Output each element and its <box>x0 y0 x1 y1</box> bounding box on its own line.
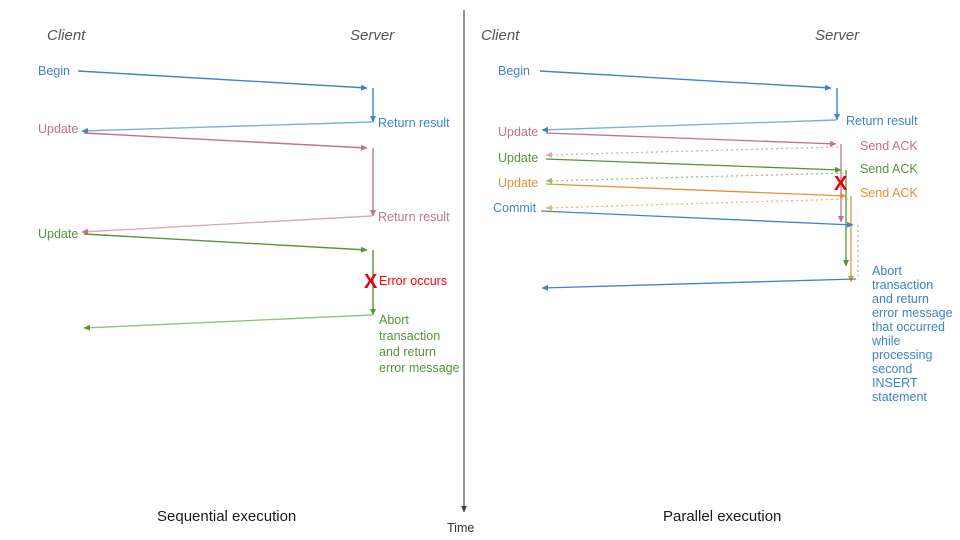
abort-note-line: and return <box>872 292 929 306</box>
message-commit-request <box>540 210 854 228</box>
abort-note-line: statement <box>872 390 927 404</box>
server-label-send-ack-2: Send ACK <box>860 162 918 176</box>
message-ack-orange <box>545 198 849 211</box>
abort-note-line: INSERT <box>872 376 918 390</box>
actor-label-server-parallel: Server <box>815 27 860 44</box>
message-update2-request <box>83 233 368 253</box>
message-begin-request-parallel <box>539 70 832 91</box>
message-update2-request-parallel <box>545 158 842 173</box>
client-label-update-2: Update <box>38 227 78 241</box>
server-label-send-ack-3: Send ACK <box>860 186 918 200</box>
message-ack-pink <box>545 146 839 158</box>
abort-note-line: while <box>871 334 901 348</box>
panel-caption-parallel: Parallel execution <box>663 508 781 525</box>
client-label-update-1-parallel: Update <box>498 125 538 139</box>
abort-note-line: processing <box>872 348 932 362</box>
message-return-result-blue <box>81 121 373 134</box>
error-x-icon-parallel: X <box>834 173 848 195</box>
abort-note-line: Abort <box>872 264 902 278</box>
panel-caption-sequential: Sequential execution <box>157 508 296 525</box>
abort-note-line: that occurred <box>872 320 945 334</box>
client-label-begin-parallel: Begin <box>498 64 530 78</box>
client-label-begin: Begin <box>38 64 70 78</box>
server-label-send-ack-1: Send ACK <box>860 139 918 153</box>
error-occurs-label: Error occurs <box>379 274 447 288</box>
abort-note-parallel: Abort transaction and return error messa… <box>871 264 953 404</box>
abort-note-line: error message <box>872 306 953 320</box>
actor-label-client: Client <box>47 27 86 44</box>
abort-note-line: and return <box>379 345 436 359</box>
abort-note-sequential: Abort transaction and return error messa… <box>379 313 460 375</box>
message-abort-return-parallel <box>541 278 857 291</box>
server-label-return-result-parallel: Return result <box>846 114 918 128</box>
abort-note-line: Abort <box>379 313 409 327</box>
panel-parallel: Client Server Begin Update Update Update… <box>481 27 953 525</box>
actor-label-server: Server <box>350 27 395 44</box>
client-label-commit: Commit <box>493 201 537 215</box>
panel-sequential: Client Server Return result Begin Update… <box>38 27 460 525</box>
server-label-return-result-2: Return result <box>378 210 450 224</box>
abort-note-line: transaction <box>872 278 933 292</box>
message-begin-request <box>77 70 368 91</box>
message-return-result-pink <box>81 215 373 235</box>
time-axis-label: Time <box>447 521 474 535</box>
actor-label-client-parallel: Client <box>481 27 520 44</box>
message-abort-return <box>83 314 373 331</box>
message-update1-request <box>83 132 368 151</box>
client-label-update-2-parallel: Update <box>498 151 538 165</box>
error-x-icon: X <box>364 271 378 293</box>
message-update1-request-parallel <box>545 132 837 147</box>
client-label-update-3-parallel: Update <box>498 176 538 190</box>
abort-note-line: error message <box>379 361 460 375</box>
server-label-return-result-1: Return result <box>378 116 450 130</box>
client-label-update-1: Update <box>38 122 78 136</box>
message-return-result-blue-parallel <box>541 119 837 133</box>
abort-note-line: second <box>872 362 912 376</box>
abort-note-line: transaction <box>379 329 440 343</box>
message-ack-green <box>545 172 844 184</box>
message-update3-request-parallel <box>545 183 847 199</box>
